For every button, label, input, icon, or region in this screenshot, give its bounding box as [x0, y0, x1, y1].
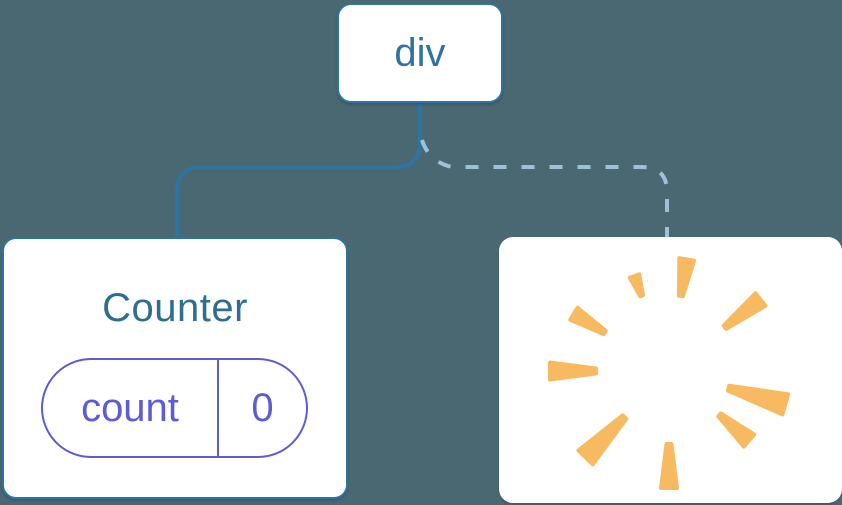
- poof-ray: [568, 305, 608, 337]
- poof-starburst-icon: [548, 256, 791, 490]
- poof-ray: [716, 411, 757, 449]
- poof-ray: [676, 256, 697, 299]
- removed-component-card: [499, 237, 842, 503]
- poof-ray: [721, 291, 768, 331]
- edge-dashed-div-to-removed: [420, 139, 669, 239]
- poof-ray: [548, 360, 598, 382]
- state-value: 0: [217, 360, 306, 456]
- counter-component-card: Counter count 0: [2, 237, 348, 499]
- root-node-div: div: [337, 3, 503, 103]
- edge-solid-div-to-counter: [175, 101, 422, 241]
- state-name: count: [81, 385, 179, 430]
- component-title: Counter: [102, 286, 248, 330]
- poof-ray: [576, 413, 629, 467]
- root-node-label: div: [394, 30, 446, 75]
- poof-ray: [659, 442, 679, 490]
- poof-ray: [725, 383, 791, 417]
- state-pill: count 0: [41, 358, 308, 458]
- poof-ray: [627, 272, 645, 299]
